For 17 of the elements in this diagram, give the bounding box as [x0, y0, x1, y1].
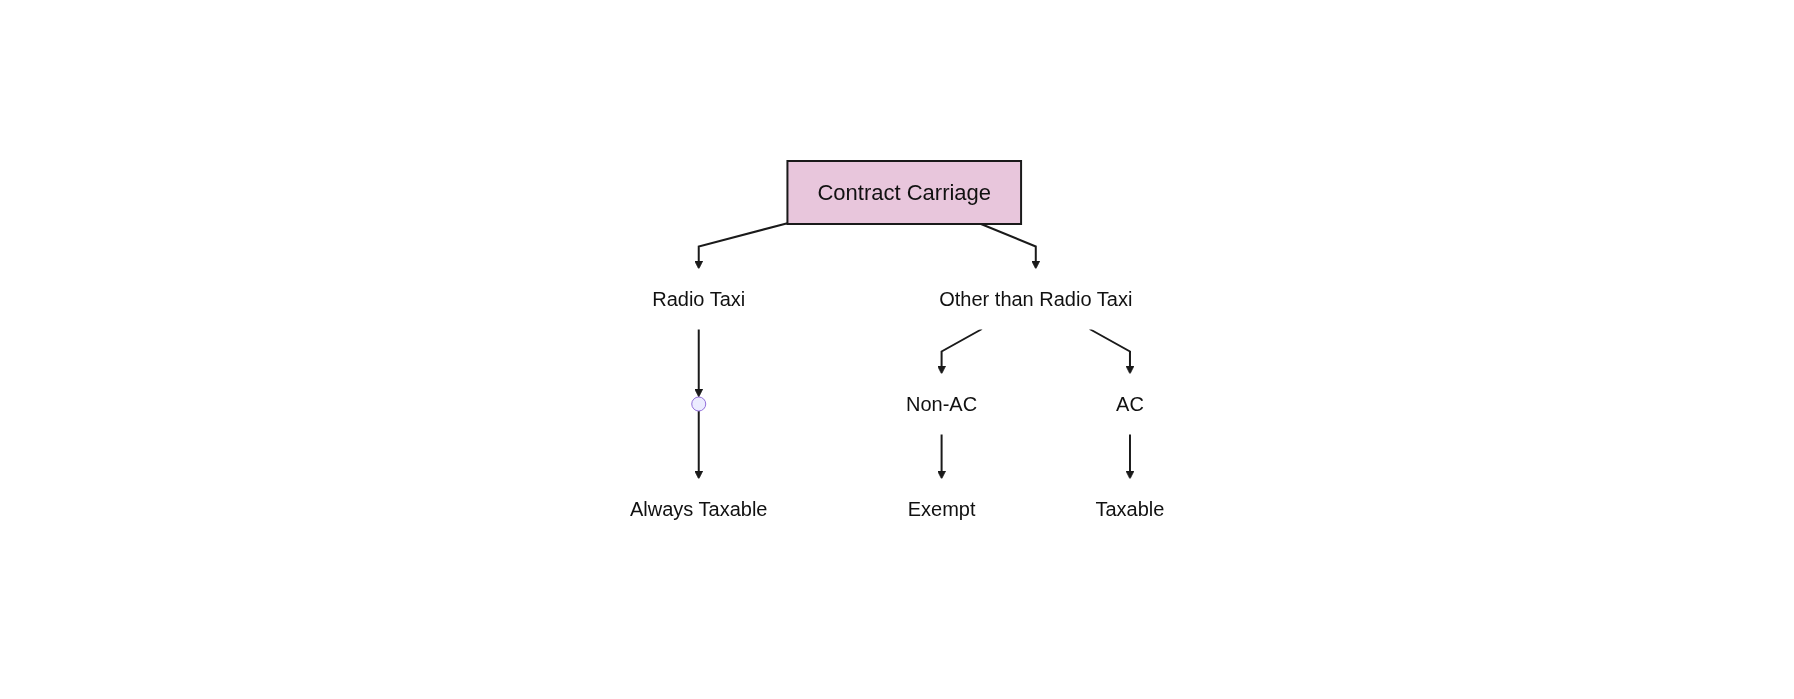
node-text: Non-AC: [905, 392, 977, 415]
node-box: Contract Carriage: [786, 159, 1022, 225]
node-text: Exempt: [907, 497, 976, 520]
arrow: [937, 327, 983, 374]
arrow: [1125, 432, 1135, 479]
arrow: [937, 432, 946, 479]
arrow: [979, 222, 1040, 269]
node-circle: [691, 396, 706, 411]
node-text: Other than Radio Taxi: [939, 287, 1133, 310]
arrow: [694, 327, 703, 397]
arrow: [1088, 327, 1135, 374]
node-text: Radio Taxi: [652, 287, 746, 310]
node-text: AC: [1115, 392, 1144, 415]
arrow: [694, 409, 703, 479]
arrow: [694, 221, 789, 269]
node-text: Taxable: [1095, 497, 1165, 520]
node-text: Always Taxable: [629, 497, 768, 520]
